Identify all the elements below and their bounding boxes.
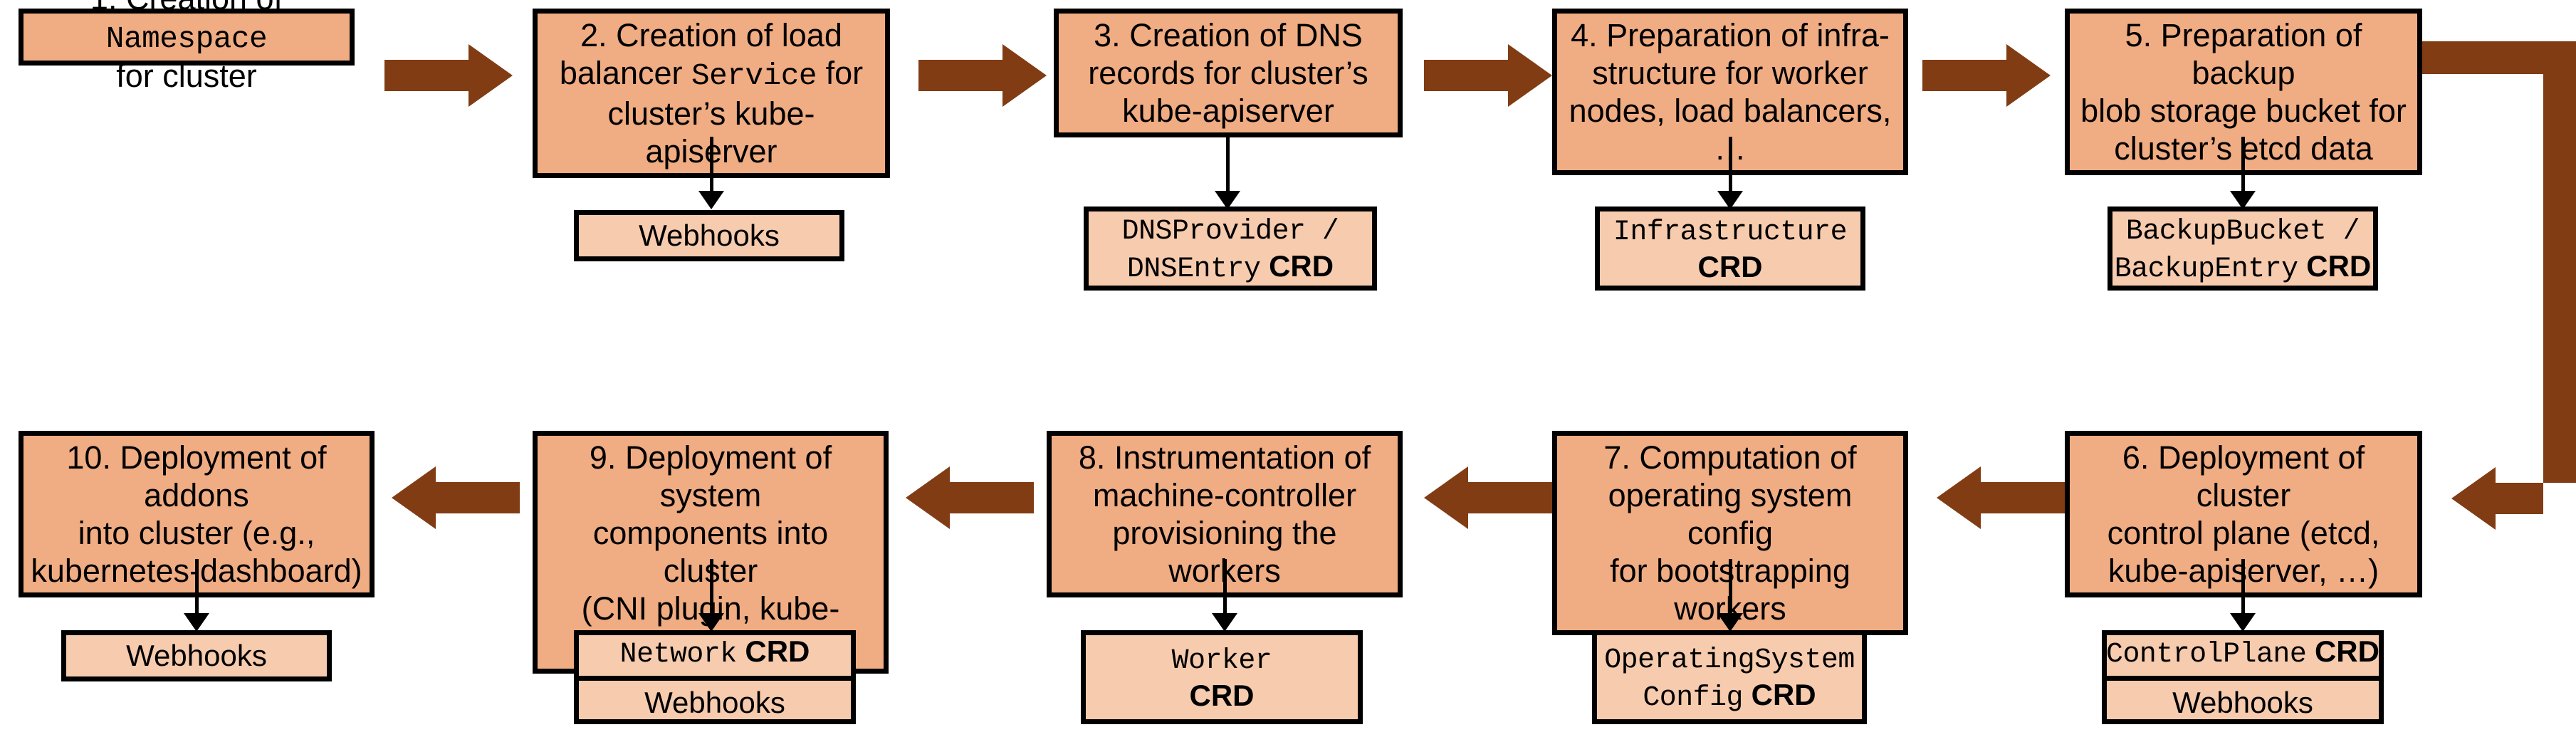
artifact-line-1: OperatingSystem	[1604, 644, 1855, 676]
connector-step5-to-artifact	[2241, 137, 2245, 195]
artifact-crd-tag: CRD	[1751, 678, 1816, 711]
artifact-line-1: DNSProvider /	[1121, 215, 1339, 248]
step-2-line-2b: Service	[691, 58, 817, 94]
artifact-box-step6-controlplane[interactable]: ControlPlane CRD Webhooks	[2102, 630, 2384, 724]
connector-step9-to-artifact	[710, 559, 713, 617]
step-1-line-2: Namespace	[105, 21, 268, 56]
artifact-line-2: Config	[1643, 681, 1743, 714]
artifact-crd-tag: CRD	[745, 634, 810, 668]
arrow-step7-to-step8	[1424, 466, 1552, 529]
artifact-box-step8-worker-crd[interactable]: Worker CRD	[1081, 630, 1363, 724]
artifact-line-1: Infrastructure	[1613, 216, 1848, 249]
artifact-box-step5-backup-crd[interactable]: BackupBucket / BackupEntry CRD	[2108, 207, 2378, 291]
connector-step6-to-artifact	[2241, 559, 2245, 617]
step-4-line-3: nodes, load balancers, …	[1569, 93, 1892, 167]
step-7-line-1: 7. Computation of	[1603, 439, 1857, 476]
step-6-line-2: control plane (etcd,	[2107, 515, 2380, 552]
connector-arrowhead-step5	[2230, 191, 2256, 209]
connector-arrowhead-step2	[698, 191, 724, 209]
connector-step3-to-artifact	[1226, 137, 1230, 195]
artifact-box-step10-webhooks[interactable]: Webhooks	[61, 630, 332, 681]
connector-arrowhead-step6	[2230, 613, 2256, 632]
artifact-row-controlplane-crd: ControlPlane CRD	[2106, 629, 2379, 676]
step-2-line-2c: for	[817, 55, 864, 92]
artifact-row-osc-crd: OperatingSystem Config CRD	[1597, 635, 1862, 719]
artifact-row-webhooks: Webhooks	[579, 675, 851, 725]
arrow-step5-to-step6-wrap	[2422, 41, 2576, 543]
artifact-row-infrastructure-crd: Infrastructure CRD	[1600, 207, 1860, 289]
step-10-line-1: 10. Deployment of addons	[66, 439, 327, 514]
connector-step2-to-artifact	[710, 137, 713, 195]
arrow-step9-to-step10	[392, 466, 520, 529]
step-box-1[interactable]: 1. Creation of Namespace for cluster	[19, 0, 355, 94]
connector-step7-to-artifact	[1729, 559, 1732, 617]
artifact-box-step7-osc-crd[interactable]: OperatingSystem Config CRD	[1592, 630, 1867, 724]
artifact-crd-tag: CRD	[1189, 679, 1255, 713]
artifact-row-network-crd: Network CRD	[579, 629, 851, 676]
step-box-2[interactable]: 2. Creation of load balancer Service for…	[533, 9, 890, 178]
step-8-line-2: machine-controller	[1092, 477, 1357, 514]
connector-arrowhead-step8	[1212, 613, 1237, 632]
arrow-step8-to-step9	[906, 466, 1034, 529]
artifact-line-1: BackupBucket /	[2125, 215, 2360, 248]
step-10-line-2: into cluster (e.g.,	[78, 515, 315, 552]
step-3-line-2: records for cluster’s	[1088, 55, 1368, 92]
artifact-label: Webhooks	[126, 638, 267, 672]
artifact-row-worker-crd: Worker CRD	[1086, 635, 1358, 719]
artifact-box-step4-infrastructure-crd[interactable]: Infrastructure CRD	[1595, 207, 1865, 291]
connector-arrowhead-step4	[1717, 191, 1743, 209]
step-5-line-1: 5. Preparation of backup	[2125, 17, 2362, 92]
step-3-line-1: 3. Creation of DNS	[1094, 17, 1363, 53]
artifact-box-step9-network[interactable]: Network CRD Webhooks	[574, 630, 856, 724]
step-8-line-1: 8. Instrumentation of	[1078, 439, 1371, 476]
artifact-crd-tag: CRD	[2314, 634, 2379, 668]
connector-arrowhead-step9	[698, 613, 724, 632]
arrow-step1-to-step2	[384, 44, 513, 107]
artifact-row-webhooks: Webhooks	[2107, 675, 2379, 725]
artifact-label: Webhooks	[644, 685, 785, 719]
step-9-line-1: 9. Deployment of system	[589, 439, 832, 514]
artifact-line-2: BackupEntry	[2114, 253, 2298, 285]
step-5-line-2: blob storage bucket for	[2080, 93, 2407, 130]
artifact-line-1: Worker	[1171, 644, 1272, 677]
step-6-line-1: 6. Deployment of cluster	[2122, 439, 2365, 514]
step-3-line-3: kube-apiserver	[1122, 93, 1334, 130]
step-1-line-3: for cluster	[116, 58, 257, 95]
artifact-row-dns-crd: DNSProvider / DNSEntry CRD	[1089, 207, 1372, 291]
step-box-7[interactable]: 7. Computation of operating system confi…	[1552, 431, 1908, 636]
artifact-row-webhooks: Webhooks	[579, 214, 839, 258]
artifact-crd-tag: CRD	[1697, 250, 1763, 284]
artifact-label: Webhooks	[639, 218, 780, 252]
step-box-6[interactable]: 6. Deployment of cluster control plane (…	[2065, 431, 2422, 598]
artifact-crd-tag: CRD	[2306, 249, 2372, 283]
artifact-row-webhooks: Webhooks	[66, 634, 327, 678]
connector-arrowhead-step10	[184, 613, 209, 632]
artifact-line-1: Network	[619, 637, 738, 670]
artifact-box-step2-webhooks[interactable]: Webhooks	[574, 210, 844, 261]
step-box-3[interactable]: 3. Creation of DNS records for cluster’s…	[1054, 9, 1403, 138]
step-2-line-1: 2. Creation of load	[580, 17, 842, 53]
artifact-line-1: ControlPlane	[2106, 637, 2307, 670]
artifact-label: Webhooks	[2172, 685, 2313, 719]
step-2-line-2a: balancer	[559, 55, 691, 92]
arrow-step3-to-step4	[1424, 44, 1552, 107]
artifact-box-step3-dns-crd[interactable]: DNSProvider / DNSEntry CRD	[1084, 207, 1377, 291]
arrow-step6-to-step7	[1937, 466, 2065, 529]
arrow-step4-to-step5	[1922, 44, 2051, 107]
connector-arrowhead-step3	[1215, 191, 1240, 209]
connector-arrowhead-step7	[1717, 613, 1743, 632]
arrow-step2-to-step3	[918, 44, 1047, 107]
artifact-row-backup-crd: BackupBucket / BackupEntry CRD	[2112, 207, 2373, 291]
step-1-line-1: 1. Creation of	[90, 0, 283, 16]
artifact-crd-tag: CRD	[1269, 249, 1334, 283]
step-4-line-2: structure for worker	[1592, 55, 1868, 92]
connector-step4-to-artifact	[1729, 137, 1732, 195]
artifact-line-2: DNSEntry	[1126, 253, 1261, 285]
connector-step8-to-artifact	[1223, 559, 1227, 617]
step-7-line-2: operating system config	[1608, 477, 1853, 552]
step-4-line-1: 4. Preparation of infra-	[1571, 17, 1890, 53]
connector-step10-to-artifact	[195, 559, 199, 617]
step-8-line-3: provisioning the workers	[1112, 515, 1337, 590]
